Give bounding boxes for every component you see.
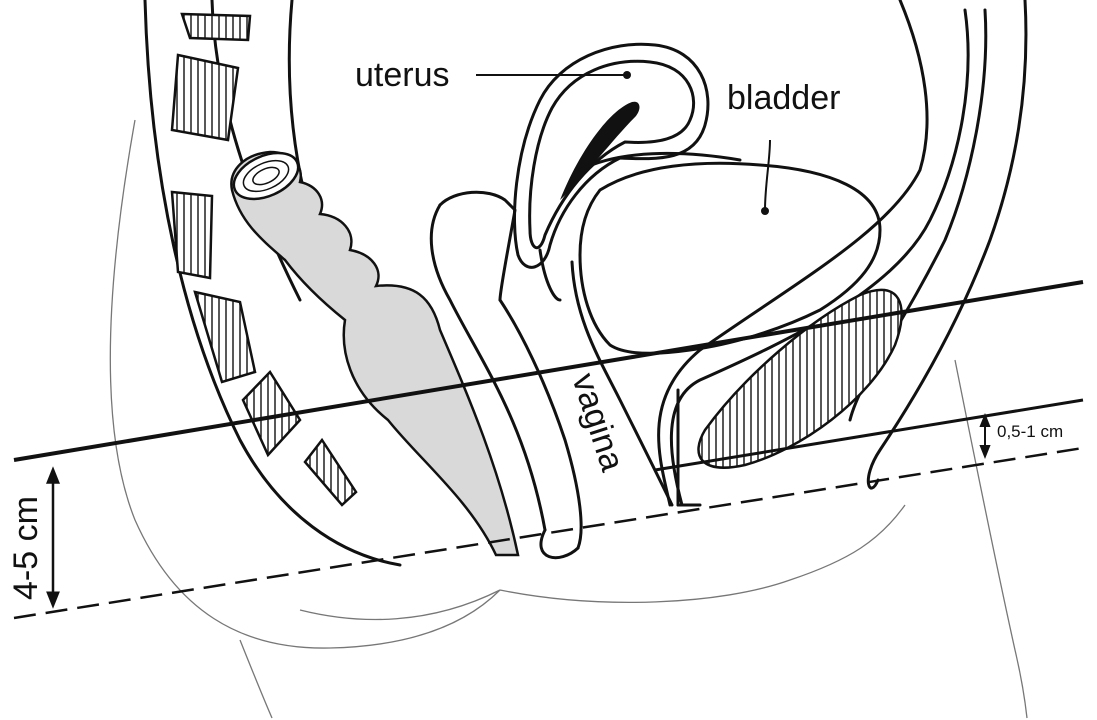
sacral-segment-4 xyxy=(195,292,255,382)
sacral-segment-3 xyxy=(172,192,212,278)
label-depth-large: 4-5 cm xyxy=(7,496,45,600)
label-uterus: uterus xyxy=(355,56,450,94)
measurement-arrows xyxy=(53,420,985,600)
rectum xyxy=(227,144,518,555)
label-bladder: bladder xyxy=(727,79,840,117)
label-depth-small: 0,5-1 cm xyxy=(997,422,1063,441)
plane-dashed xyxy=(14,448,1083,618)
sacral-segment-2 xyxy=(172,55,238,140)
sacral-segment-6 xyxy=(305,440,356,505)
reference-planes xyxy=(14,282,1083,618)
plane-upper-solid xyxy=(14,282,1083,460)
label-vagina: vagina xyxy=(564,369,631,476)
introitus xyxy=(678,390,700,505)
uterus xyxy=(514,44,707,300)
sacral-segment-1 xyxy=(182,14,250,40)
